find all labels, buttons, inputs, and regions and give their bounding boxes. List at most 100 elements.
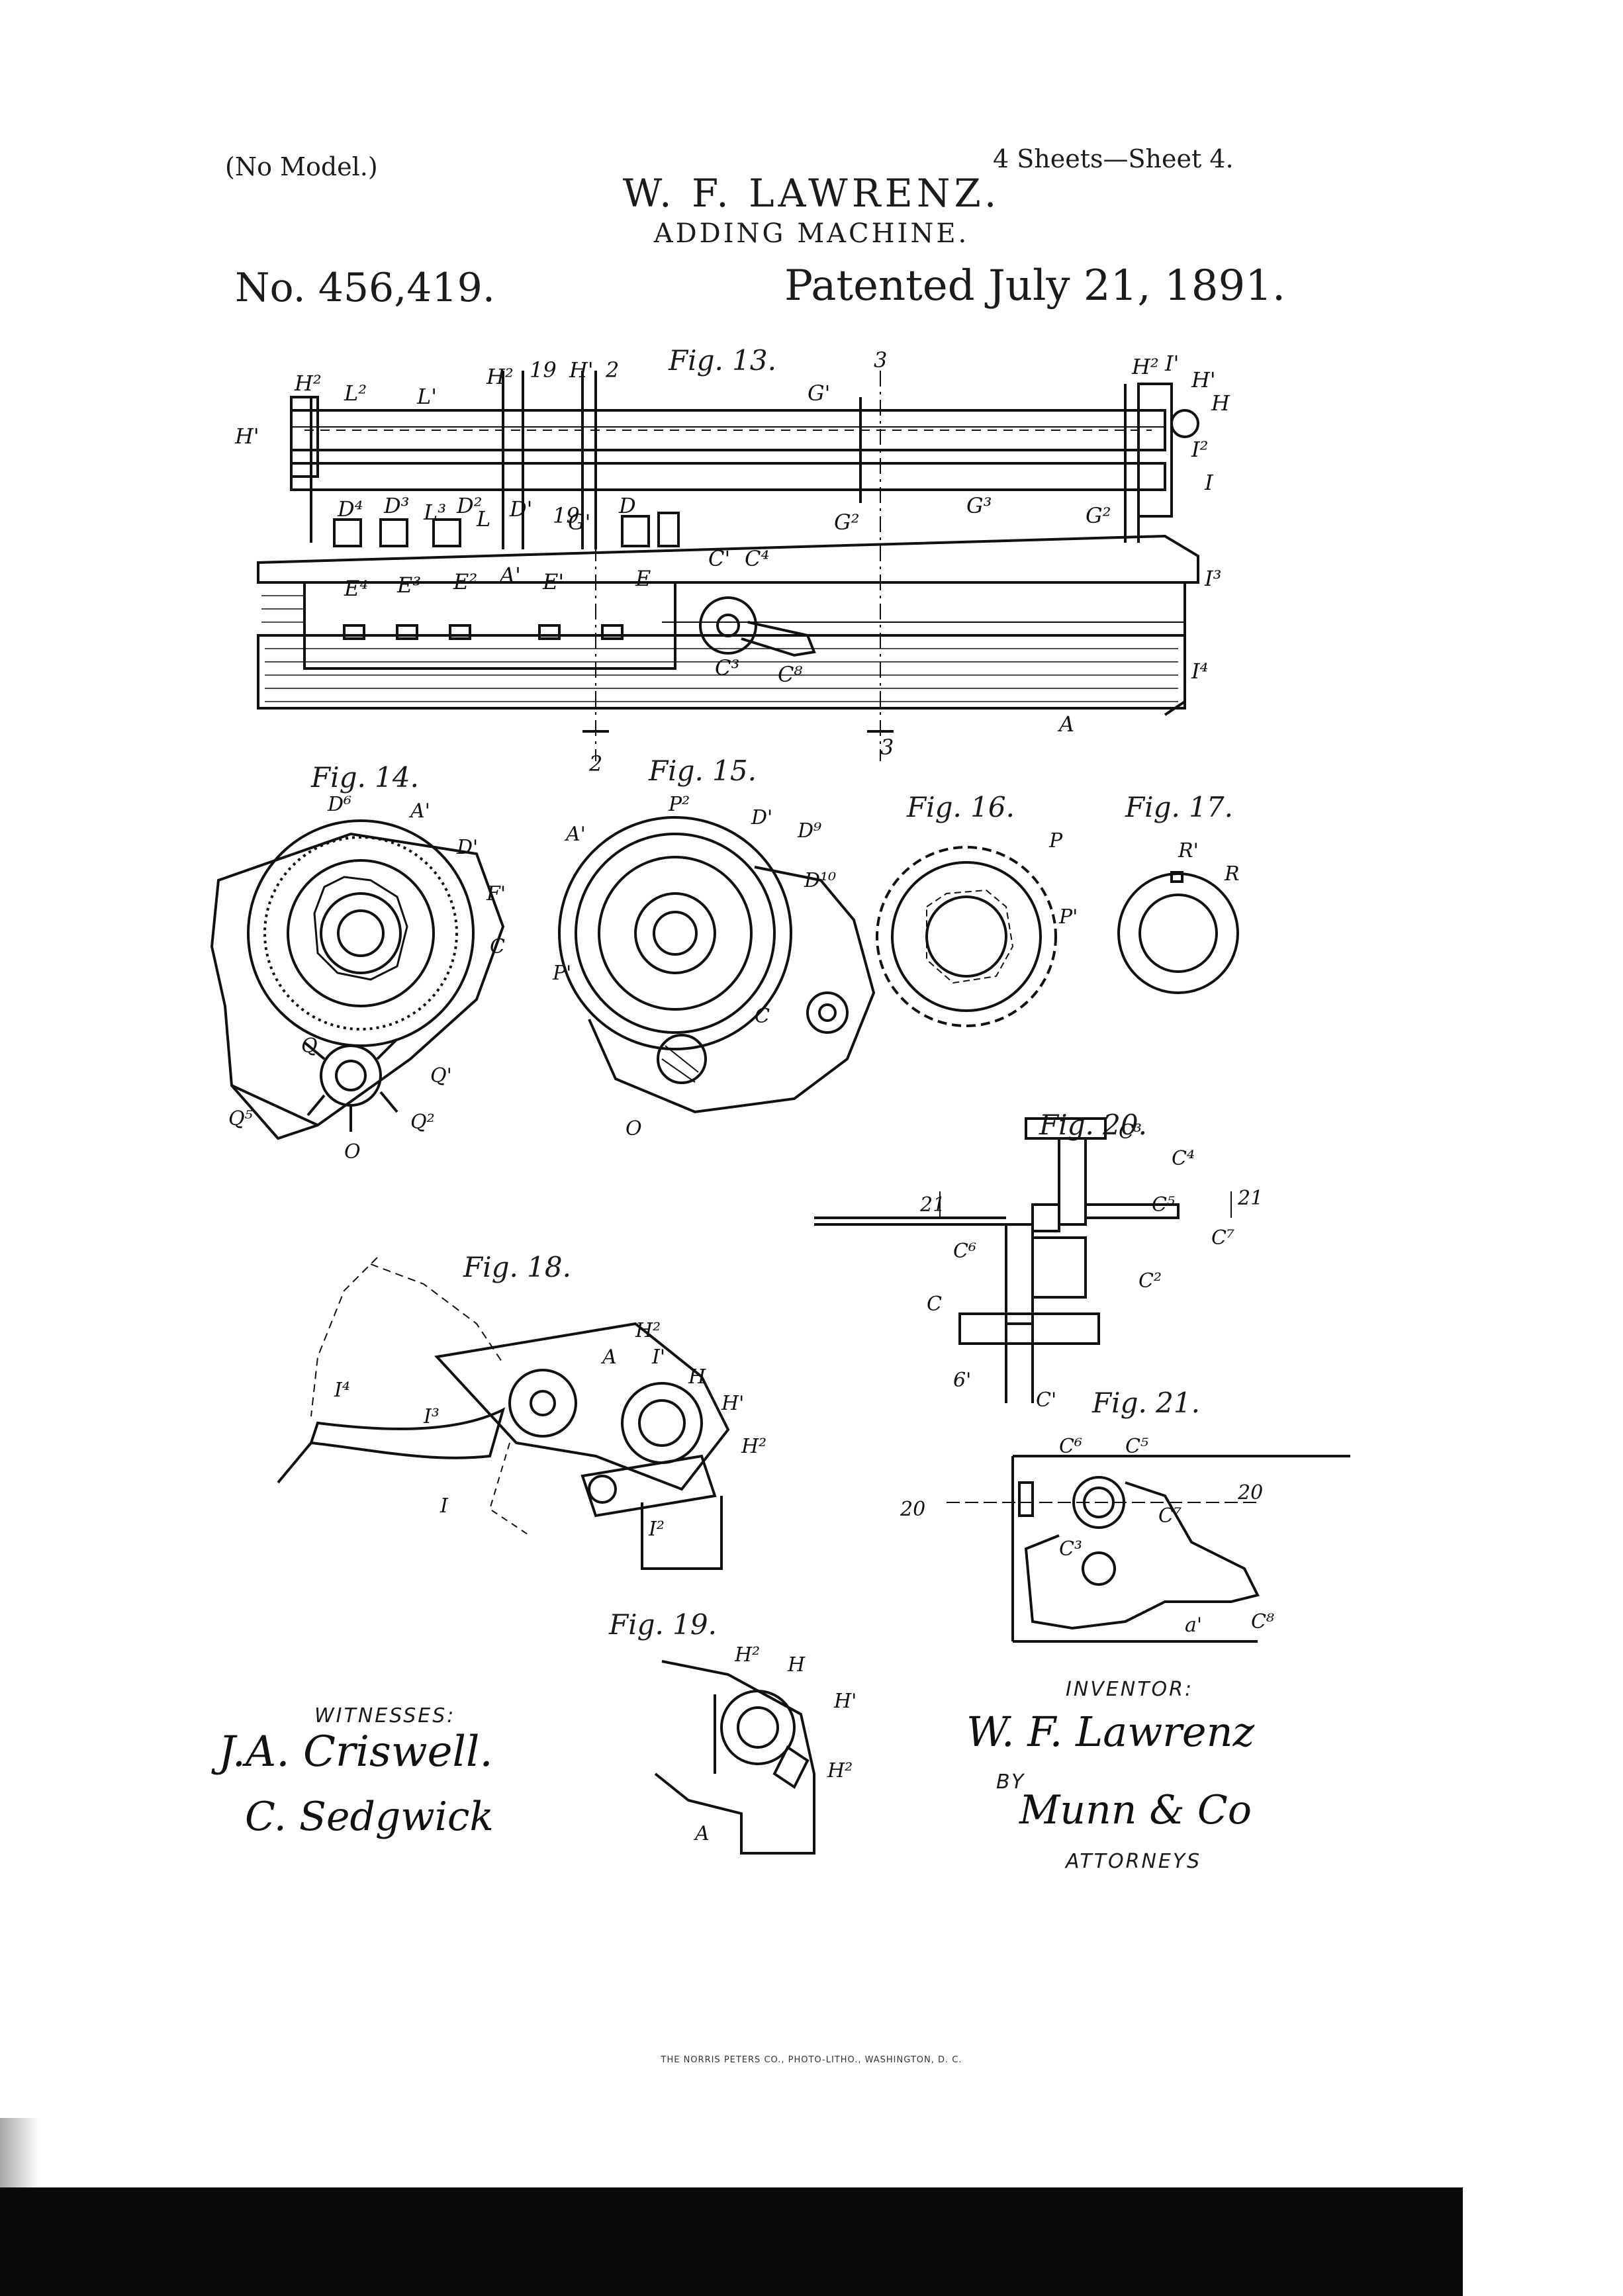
svg-text:C: C bbox=[927, 1293, 942, 1316]
svg-text:O: O bbox=[626, 1117, 642, 1140]
svg-text:D: D bbox=[618, 493, 636, 518]
svg-text:C⁷: C⁷ bbox=[1211, 1226, 1234, 1250]
svg-text:C⁵: C⁵ bbox=[1125, 1435, 1148, 1458]
svg-text:E: E bbox=[635, 566, 651, 591]
svg-text:Q: Q bbox=[301, 1034, 318, 1058]
attorney-signature: Munn & Co bbox=[1019, 1787, 1252, 1833]
svg-text:C⁷: C⁷ bbox=[1158, 1504, 1182, 1528]
svg-text:C: C bbox=[755, 1005, 770, 1028]
svg-text:E²: E² bbox=[453, 569, 477, 594]
svg-text:C: C bbox=[490, 935, 505, 958]
svg-text:D⁶: D⁶ bbox=[327, 793, 351, 816]
printer-credit: THE NORRIS PETERS CO., PHOTO-LITHO., WAS… bbox=[661, 2055, 962, 2065]
svg-text:H²: H² bbox=[635, 1319, 661, 1342]
svg-text:D': D' bbox=[751, 806, 772, 829]
patent-number: No. 456,419. bbox=[235, 265, 495, 311]
svg-text:Q²: Q² bbox=[410, 1111, 435, 1134]
fig-18-drawing bbox=[277, 1257, 730, 1570]
svg-text:O: O bbox=[344, 1140, 361, 1164]
svg-text:19: 19 bbox=[530, 357, 557, 383]
svg-text:L³: L³ bbox=[423, 500, 446, 525]
fig-13-label: Fig. 13. bbox=[669, 344, 776, 377]
scan-edge-shadow bbox=[0, 2118, 40, 2191]
fig-19-label: Fig. 19. bbox=[609, 1608, 717, 1641]
svg-text:R': R' bbox=[1178, 839, 1199, 862]
svg-text:G²: G² bbox=[1086, 503, 1111, 528]
svg-text:D¹⁰: D¹⁰ bbox=[804, 869, 836, 892]
svg-text:20: 20 bbox=[900, 1498, 925, 1521]
svg-text:E⁴: E⁴ bbox=[344, 576, 368, 601]
svg-text:H': H' bbox=[569, 357, 594, 383]
fig-13-drawing bbox=[257, 371, 1199, 761]
svg-text:A: A bbox=[693, 1822, 710, 1845]
svg-text:I: I bbox=[440, 1494, 449, 1518]
svg-text:C⁵: C⁵ bbox=[1152, 1193, 1175, 1217]
svg-text:G': G' bbox=[568, 510, 590, 535]
svg-text:C⁸: C⁸ bbox=[778, 662, 802, 687]
svg-text:C³: C³ bbox=[1059, 1538, 1082, 1561]
fig-17-drawing bbox=[1117, 871, 1239, 994]
svg-text:P²: P² bbox=[668, 793, 690, 816]
svg-text:C⁴: C⁴ bbox=[1172, 1147, 1195, 1170]
svg-text:C³: C³ bbox=[1119, 1121, 1142, 1144]
svg-text:6': 6' bbox=[953, 1369, 971, 1392]
svg-text:G': G' bbox=[808, 381, 830, 406]
svg-text:I': I' bbox=[1164, 351, 1179, 376]
inventor-name: W. F. LAWRENZ. bbox=[622, 171, 1001, 216]
svg-text:H²: H² bbox=[1131, 354, 1159, 379]
witness-2-signature: C. Sedgwick bbox=[245, 1794, 494, 1840]
fig-19-drawing bbox=[654, 1660, 815, 1855]
svg-text:Q⁵: Q⁵ bbox=[228, 1107, 253, 1130]
svg-text:P: P bbox=[1048, 829, 1063, 852]
svg-text:G²: G² bbox=[834, 510, 859, 535]
fig-16-label: Fig. 16. bbox=[907, 791, 1015, 823]
svg-text:A': A' bbox=[498, 563, 521, 588]
svg-text:C⁶: C⁶ bbox=[953, 1240, 976, 1263]
svg-text:H²: H² bbox=[734, 1643, 760, 1667]
patent-date: Patented July 21, 1891. bbox=[784, 261, 1286, 310]
inventor-signature: W. F. Lawrenz bbox=[966, 1708, 1255, 1756]
svg-text:H: H bbox=[688, 1365, 706, 1389]
svg-text:P': P' bbox=[552, 962, 571, 985]
fig-15-label: Fig. 15. bbox=[649, 755, 757, 787]
svg-text:A: A bbox=[600, 1346, 617, 1369]
svg-text:P': P' bbox=[1058, 905, 1078, 929]
svg-text:G³: G³ bbox=[966, 493, 992, 518]
svg-text:A': A' bbox=[564, 823, 586, 846]
svg-text:I³: I³ bbox=[1204, 566, 1221, 591]
svg-text:21: 21 bbox=[919, 1193, 945, 1217]
svg-text:D': D' bbox=[456, 836, 478, 859]
svg-text:Q': Q' bbox=[430, 1064, 452, 1087]
fig-21-label: Fig. 21. bbox=[1092, 1387, 1200, 1419]
svg-text:I': I' bbox=[651, 1346, 665, 1369]
by-label: BY bbox=[996, 1770, 1026, 1794]
svg-text:R: R bbox=[1224, 862, 1240, 886]
invention-title: ADDING MACHINE. bbox=[653, 218, 970, 249]
svg-text:H²: H² bbox=[741, 1435, 766, 1458]
svg-text:A': A' bbox=[408, 800, 430, 823]
svg-text:C²: C² bbox=[1138, 1269, 1162, 1293]
svg-text:21: 21 bbox=[1237, 1187, 1263, 1210]
svg-text:H²: H² bbox=[486, 364, 514, 389]
svg-text:D²: D² bbox=[456, 493, 482, 518]
svg-text:H: H bbox=[787, 1653, 806, 1676]
svg-text:A: A bbox=[1057, 712, 1074, 737]
svg-text:3: 3 bbox=[880, 735, 894, 760]
svg-text:F': F' bbox=[486, 882, 506, 905]
svg-text:I²: I² bbox=[1191, 437, 1208, 462]
svg-text:C⁸: C⁸ bbox=[1251, 1610, 1274, 1633]
svg-text:I³: I³ bbox=[423, 1405, 440, 1428]
svg-text:E': E' bbox=[542, 569, 564, 594]
svg-text:H': H' bbox=[1191, 367, 1216, 392]
svg-text:I⁴: I⁴ bbox=[334, 1379, 350, 1402]
svg-text:E³: E³ bbox=[396, 573, 421, 598]
fig-20-label: Fig. 20. bbox=[1039, 1109, 1147, 1141]
fig-14-label: Fig. 14. bbox=[311, 761, 419, 794]
fig-16-drawing bbox=[876, 846, 1057, 1027]
svg-text:D': D' bbox=[509, 496, 532, 522]
fig-15-drawing bbox=[558, 816, 876, 1114]
svg-text:L: L bbox=[476, 506, 490, 531]
svg-text:D⁹: D⁹ bbox=[797, 819, 821, 843]
attorneys-label: ATTORNEYS bbox=[1066, 1850, 1202, 1873]
